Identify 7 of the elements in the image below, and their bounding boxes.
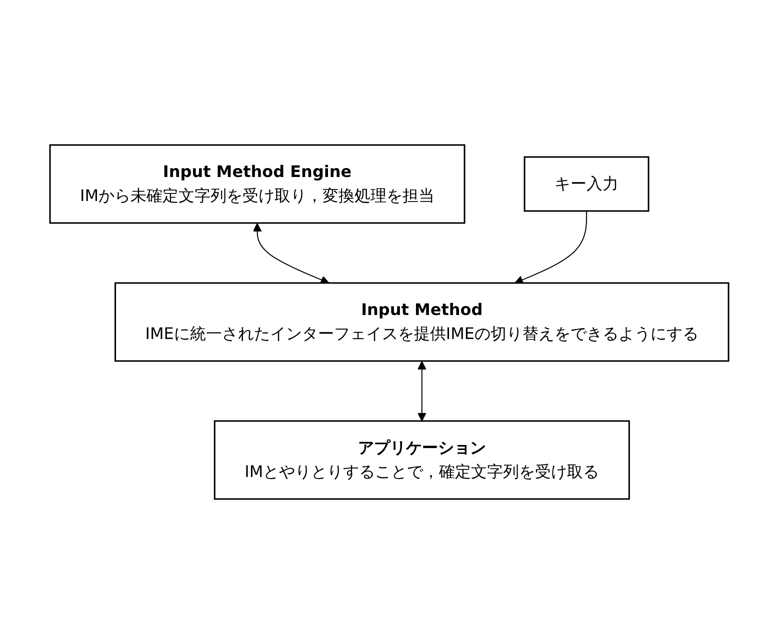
node-box: アプリケーション IMとやりとりすることで，確定文字列を受け取る [214,420,630,500]
node-box: キー入力 [524,156,650,212]
arrow [514,210,588,284]
node-box: Input Method IMEに統一されたインターフェイスを提供IMEの切り替えをできるようにする [114,282,730,362]
arrow [253,223,330,284]
arrow [418,361,427,422]
node-box: Input Method Engine IMから未確定文字列を受け取り，変換処理を担当 [49,144,466,224]
